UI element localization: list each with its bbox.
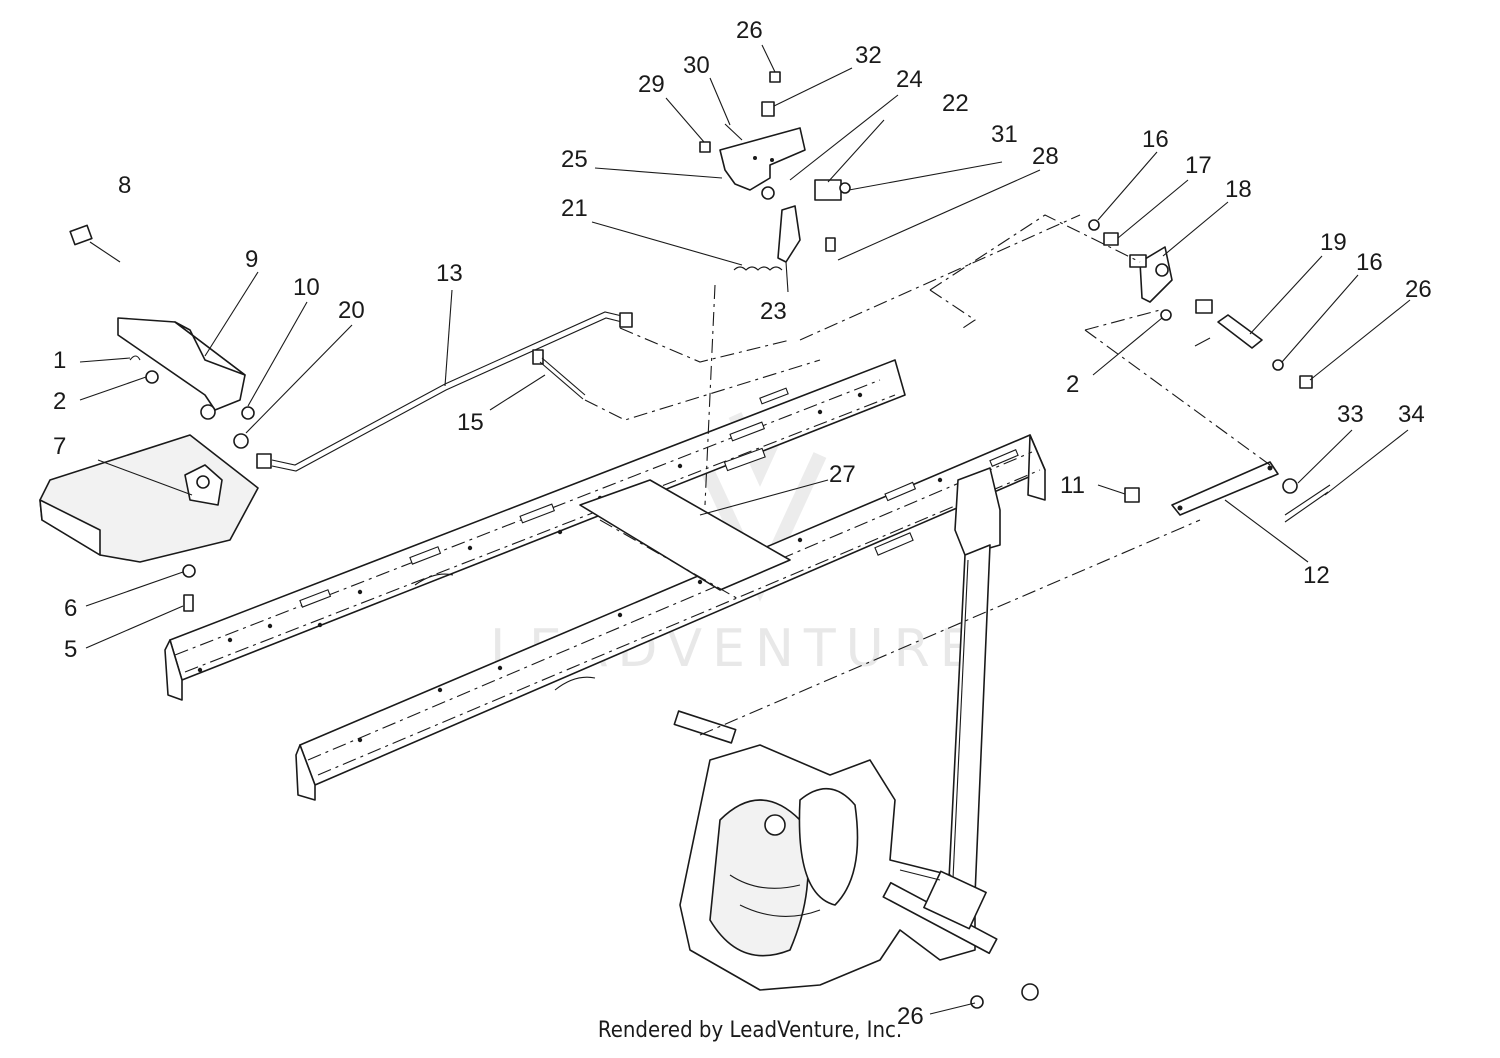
callout-2-right: 2 [1066,371,1079,398]
callout-1: 1 [53,347,66,374]
callout-11: 11 [1060,472,1085,499]
callout-28: 28 [1032,143,1059,170]
callout-9: 9 [245,246,258,273]
callout-2-left: 2 [53,388,66,415]
callout-19: 19 [1320,229,1347,256]
callout-34: 34 [1398,401,1425,428]
callout-27: 27 [829,461,856,488]
cross-member [579,447,791,601]
leader-lines [79,44,1411,1015]
callout-13: 13 [436,260,463,287]
callout-22: 22 [942,90,969,117]
callout-6: 6 [64,595,77,622]
control-rod [256,311,633,472]
callout-33: 33 [1337,401,1364,428]
callout-10: 10 [293,274,320,301]
callout-23: 23 [760,298,787,325]
callout-29: 29 [638,71,665,98]
pedal-footplate [39,434,259,612]
callout-31: 31 [991,121,1018,148]
frame-rail-upper [164,359,906,701]
callouts: 1 2 5 6 7 8 9 10 11 12 13 15 16 16 17 18… [53,17,1432,1030]
bolt-15 [532,349,586,400]
callout-20: 20 [338,297,365,324]
callout-16-top: 16 [1142,126,1169,153]
link-plate [1124,461,1331,523]
callout-26-bottom: 26 [897,1003,924,1030]
callout-30: 30 [683,52,710,79]
callout-32: 32 [855,42,882,69]
callout-25: 25 [561,146,588,173]
callout-15: 15 [457,409,484,436]
callout-16-right: 16 [1356,249,1383,276]
callout-26-top: 26 [736,17,763,44]
construction-lines [584,214,1271,736]
callout-18: 18 [1225,176,1252,203]
shift-shaft [947,467,1001,901]
callout-17: 17 [1185,152,1212,179]
transaxle [673,710,1039,1009]
pedal-assembly [69,224,270,466]
callout-7: 7 [53,433,66,460]
right-linkage [1088,219,1313,389]
callout-8: 8 [118,172,131,199]
frame-rail-lower [295,434,1046,801]
callout-12: 12 [1303,562,1330,589]
bracket-assembly [699,71,851,271]
callout-5: 5 [64,636,77,663]
callout-26-right: 26 [1405,276,1432,303]
callout-24: 24 [896,66,923,93]
rendered-by-credit: Rendered by LeadVenture, Inc. [597,1018,903,1043]
callout-21: 21 [561,195,588,222]
